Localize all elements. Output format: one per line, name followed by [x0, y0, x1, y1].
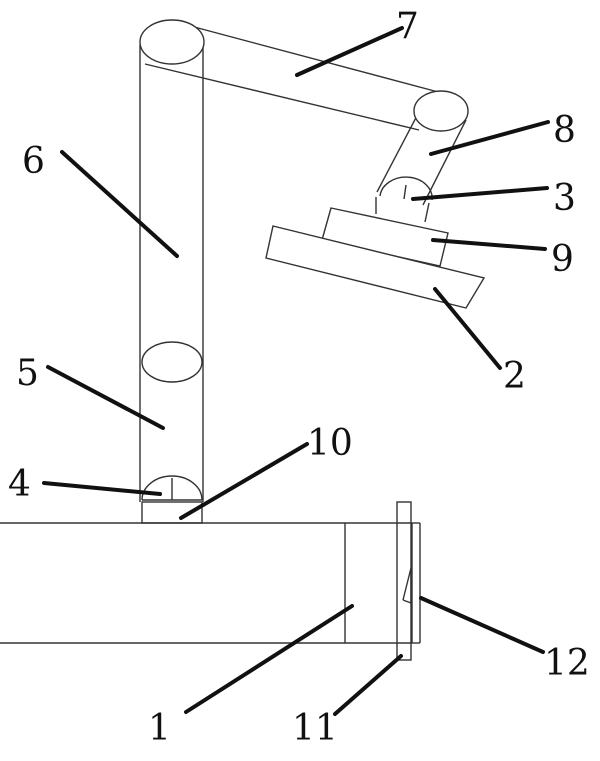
leader-11: [333, 654, 403, 716]
leader-4: [42, 481, 162, 496]
end-plate-part-12: [402, 522, 421, 644]
label-2: 2: [503, 356, 526, 397]
label-11: 11: [292, 708, 338, 749]
label-8: 8: [553, 110, 576, 151]
vertical-arm-part-6: [139, 45, 204, 502]
label-6: 6: [22, 141, 45, 182]
top-left-pulley: [139, 19, 205, 65]
label-1: 1: [148, 708, 171, 749]
leader-3: [411, 186, 549, 201]
label-9: 9: [551, 239, 574, 280]
belt-part-7: [144, 19, 443, 131]
label-10: 10: [307, 423, 353, 464]
leader-9: [431, 238, 547, 251]
leader-2: [433, 287, 502, 370]
label-4: 4: [8, 464, 31, 505]
tool-plate-part-2: [265, 225, 486, 309]
top-right-pulley: [413, 90, 469, 132]
joint-pulley-part-3: [375, 176, 433, 223]
label-7: 7: [396, 6, 419, 47]
mounting-block-part-9: [321, 207, 449, 267]
leader-5: [46, 365, 165, 430]
part-labels: 7 6 8 3 9 2 5 10 4 12 1 11: [8, 6, 590, 749]
leader-8: [429, 120, 550, 156]
leader-6: [60, 150, 179, 258]
base-beam-part-1: [0, 522, 412, 644]
leader-10: [179, 442, 309, 520]
middle-pulley-part-5: [141, 341, 203, 383]
flange-plate-part-11: [396, 501, 412, 661]
leader-12: [419, 596, 545, 654]
label-3: 3: [553, 178, 576, 219]
base-mount-part-10: [141, 501, 203, 524]
leader-1: [184, 604, 354, 714]
label-12: 12: [544, 643, 590, 684]
leader-lines: [42, 26, 550, 716]
leader-7: [295, 26, 404, 77]
label-5: 5: [16, 353, 39, 394]
lower-pulley-part-4: [141, 475, 203, 501]
